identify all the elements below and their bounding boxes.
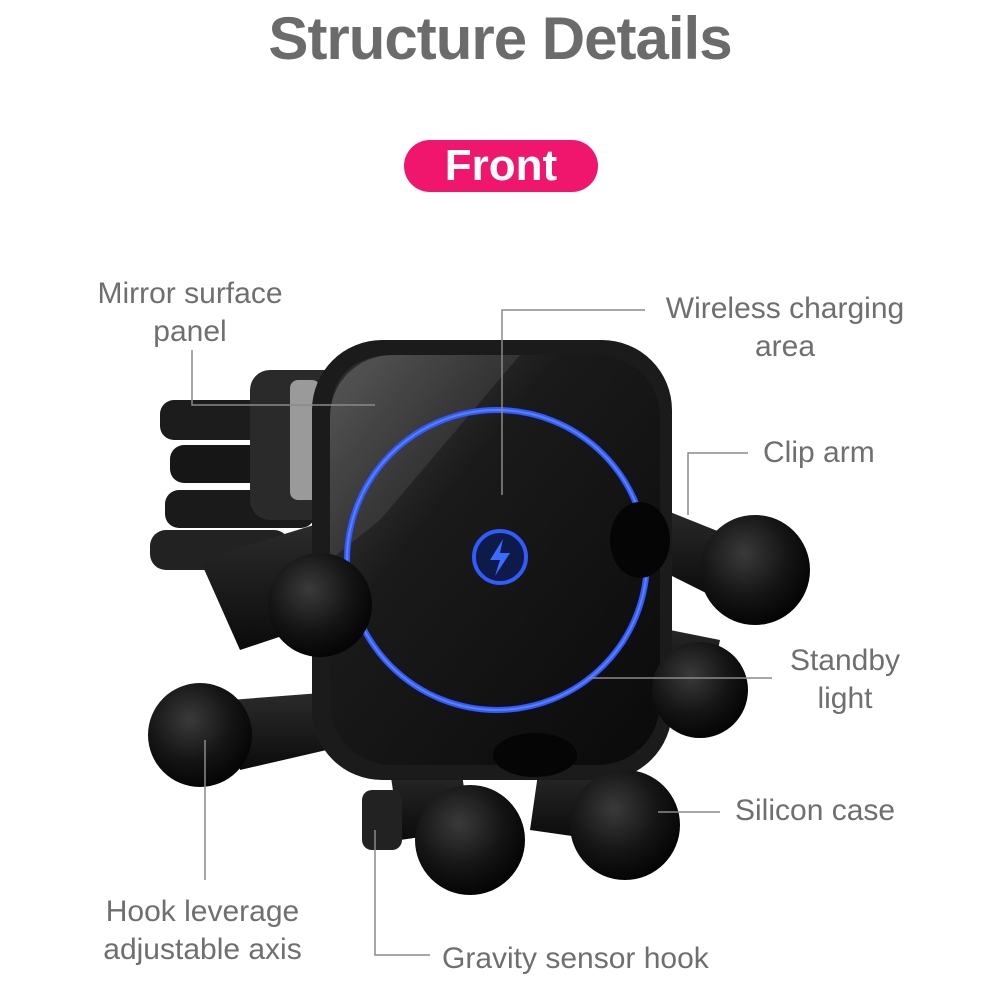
label-line: Silicon case bbox=[735, 794, 896, 827]
label-gravity-sensor-hook: Gravity sensor hook bbox=[442, 940, 709, 978]
label-mirror-surface-panel: Mirror surface panel bbox=[90, 275, 290, 351]
clip-arm-knobs bbox=[148, 515, 810, 895]
label-line: adjustable axis bbox=[103, 933, 302, 966]
leader-lines bbox=[191, 309, 772, 956]
label-line: Clip arm bbox=[763, 436, 875, 469]
label-line: area bbox=[754, 330, 816, 363]
label-standby-light: Standby light bbox=[780, 642, 910, 718]
label-line: panel bbox=[153, 315, 227, 348]
section-tag-front: Front bbox=[404, 140, 598, 192]
page-title: Structure Details bbox=[268, 5, 732, 72]
lightning-bolt-icon bbox=[472, 529, 528, 585]
label-line: Mirror surface bbox=[97, 277, 283, 310]
label-wireless-charging-area: Wireless charging area bbox=[655, 290, 915, 366]
label-line: Gravity sensor hook bbox=[442, 942, 709, 975]
label-clip-arm: Clip arm bbox=[763, 434, 875, 472]
label-line: Standby bbox=[789, 644, 901, 677]
label-hook-leverage-adjustable-axis: Hook leverage adjustable axis bbox=[90, 893, 315, 969]
label-line: Wireless charging bbox=[665, 292, 905, 325]
label-line: light bbox=[817, 682, 873, 715]
label-silicon-case: Silicon case bbox=[735, 792, 895, 830]
label-line: Hook leverage bbox=[105, 895, 300, 928]
